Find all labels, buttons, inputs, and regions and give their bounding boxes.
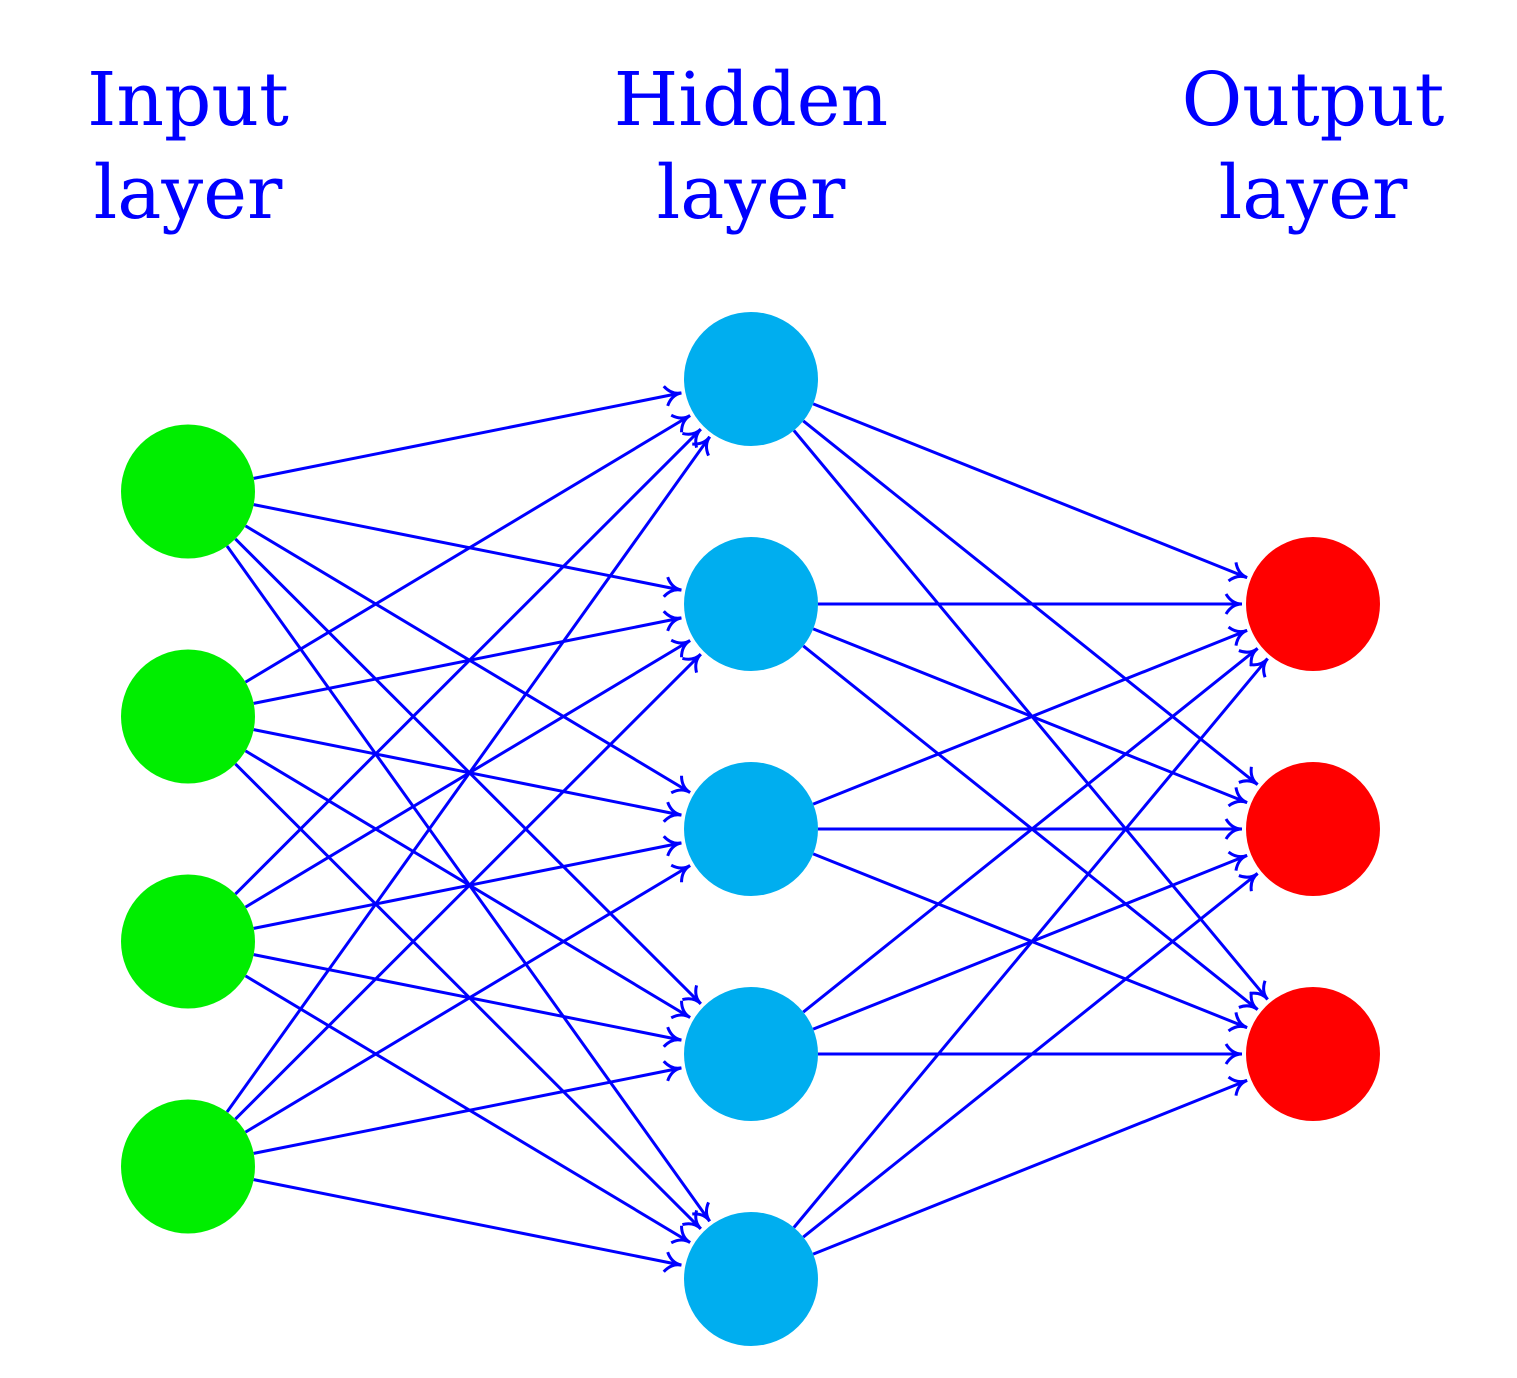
edge-hidden-3-to-output-1: [812, 625, 1248, 806]
edge-hidden-4-to-output-1: [802, 647, 1259, 1014]
output-layer-title-line2: layer: [1219, 150, 1408, 236]
edge-input-4-to-hidden-5: [253, 1178, 682, 1273]
edge-input-4-to-hidden-3: [244, 863, 691, 1134]
hidden-node-3: [684, 762, 818, 896]
input-node-4: [121, 1099, 255, 1234]
connection-edges: [225, 385, 1269, 1273]
edge-hidden-5-to-output-1: [792, 657, 1269, 1229]
input-node-3: [121, 874, 255, 1009]
edge-input-3-to-hidden-1: [234, 428, 702, 896]
input-node-1: [121, 424, 255, 559]
output-node-2: [1246, 762, 1380, 896]
output-node-3: [1246, 987, 1380, 1121]
network-nodes: [121, 312, 1380, 1346]
input-layer-title-line1: Input: [87, 57, 289, 143]
hidden-node-2: [684, 537, 818, 671]
edge-hidden-1-to-output-1: [812, 402, 1248, 583]
edge-hidden-5-to-output-2: [802, 872, 1259, 1239]
hidden-layer-title-line1: Hidden: [614, 57, 888, 143]
input-layer-title-line2: layer: [94, 150, 283, 236]
edge-input-4-to-hidden-4: [253, 1060, 682, 1155]
hidden-node-1: [684, 312, 818, 446]
input-node-2: [121, 649, 255, 784]
output-node-1: [1246, 537, 1380, 671]
edge-input-1-to-hidden-1: [253, 385, 682, 480]
edge-input-2-to-hidden-1: [244, 413, 691, 684]
hidden-layer-title-line2: layer: [657, 150, 846, 236]
edge-input-4-to-hidden-2: [234, 653, 702, 1121]
edge-input-4-to-hidden-1: [225, 435, 711, 1113]
hidden-node-4: [684, 987, 818, 1121]
hidden-node-5: [684, 1212, 818, 1346]
edge-hidden-5-to-output-3: [812, 1075, 1248, 1256]
output-layer-title-line1: Output: [1182, 57, 1445, 143]
